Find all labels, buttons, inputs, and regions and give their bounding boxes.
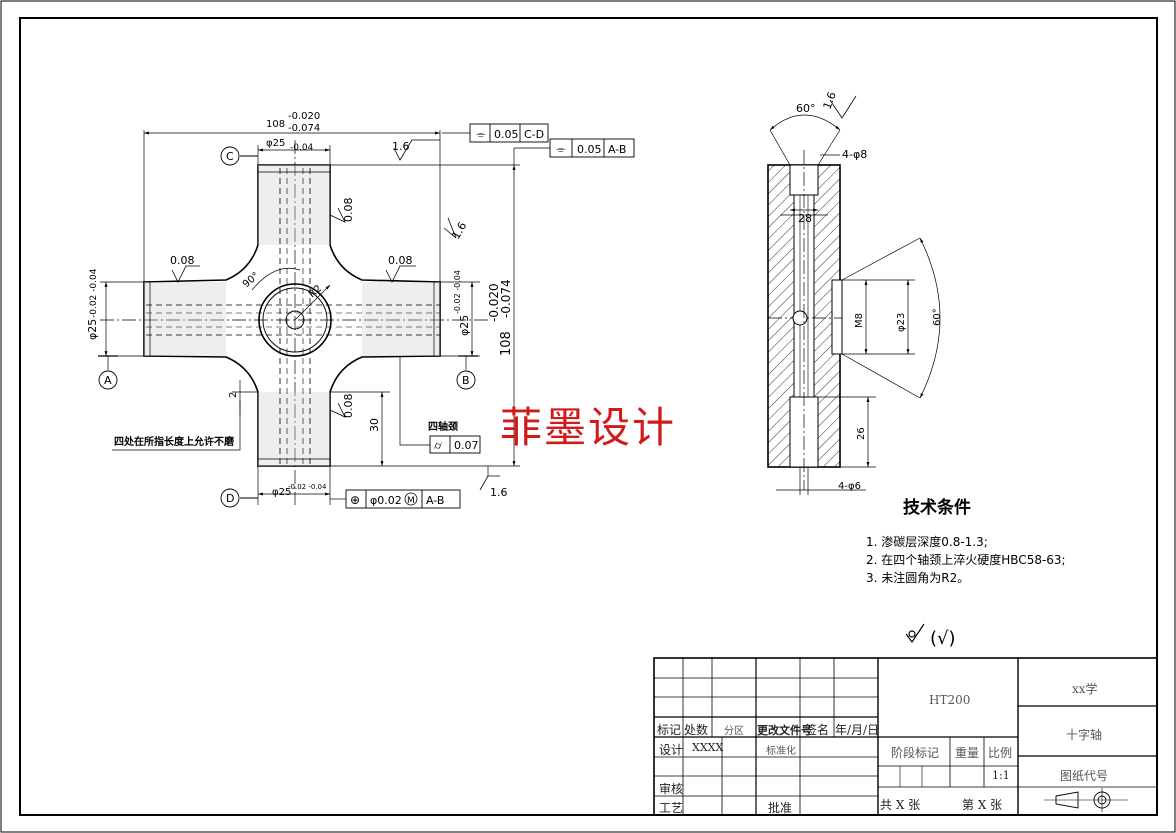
radius-r2: R2 bbox=[307, 283, 324, 300]
watermark: 菲墨设计 bbox=[500, 403, 677, 452]
dim-left-phi25: φ25 bbox=[86, 319, 99, 340]
tol-right-108-upper: -0.020 bbox=[487, 283, 501, 322]
tech-requirement-3: 3. 未注圆角为R2。 bbox=[866, 571, 970, 585]
total-sheets: 共 X 张 bbox=[880, 798, 921, 812]
angle-60-side: 60° bbox=[932, 308, 943, 326]
frame-top-symbol: ⌯ bbox=[476, 127, 486, 141]
frame-right-symbol: ⌯ bbox=[556, 142, 566, 156]
zone-label: 分区 bbox=[724, 726, 744, 737]
roughness-008-top: 0.08 bbox=[342, 198, 355, 223]
designer-name: XXXX bbox=[692, 741, 724, 754]
angle-60-top: 60° bbox=[796, 102, 816, 115]
note-four-journals: 四轴颈 bbox=[428, 420, 458, 433]
roughness-008-bottom: 0.08 bbox=[342, 394, 355, 419]
datum-b-label: B bbox=[462, 374, 470, 387]
frame-right-ref: A-B bbox=[608, 143, 626, 156]
dim-28: 28 bbox=[798, 212, 812, 225]
frame-bottom-m: M bbox=[407, 496, 415, 506]
mark-label: 标记 bbox=[657, 723, 682, 737]
roughness-bottom: 1.6 bbox=[490, 486, 508, 499]
angle-90: 90° bbox=[241, 270, 262, 290]
scale-value: 1:1 bbox=[992, 769, 1010, 782]
stage-mark: 阶段标记 bbox=[891, 746, 940, 760]
title-block-lines bbox=[653, 657, 1158, 816]
frame-top-ref: C-D bbox=[524, 128, 544, 141]
general-roughness-text: (√) bbox=[930, 628, 956, 649]
dim-right-phi25: φ25 bbox=[458, 315, 471, 336]
signature-label: 签名 bbox=[805, 723, 830, 737]
tol-right: -0.02 -0.04 bbox=[453, 270, 462, 314]
tol-right-108-lower: -0.074 bbox=[499, 279, 513, 318]
count-label: 处数 bbox=[684, 723, 709, 737]
drawing-code: 图纸代号 bbox=[1060, 769, 1109, 783]
roughness-008-left: 0.08 bbox=[170, 254, 195, 267]
bottom-phi25: φ25 bbox=[272, 487, 291, 498]
datum-c-label: C bbox=[226, 150, 234, 163]
review-label: 审核 bbox=[659, 782, 684, 796]
tol-phi25-top: -0.04 bbox=[290, 143, 314, 153]
dim-top-108: 108 bbox=[266, 119, 285, 130]
change-doc-label: 更改文件号 bbox=[757, 724, 812, 737]
side-view bbox=[767, 95, 941, 495]
frame-bottom-m-circle bbox=[404, 492, 418, 506]
frame-cyl-symbol: ⌭ bbox=[434, 439, 442, 452]
frame-top-value: 0.05 bbox=[494, 128, 519, 141]
dim-30: 30 bbox=[368, 418, 381, 432]
dim-phi23: φ23 bbox=[896, 313, 907, 332]
scale-label: 比例 bbox=[988, 746, 1013, 760]
material: HT200 bbox=[929, 693, 971, 707]
tech-requirement-2: 2. 在四个轴颈上淬火硬度HBC58-63; bbox=[866, 553, 1066, 567]
roughness-right: 1.6 bbox=[449, 220, 469, 242]
roughness-top: 1.6 bbox=[392, 140, 410, 153]
part-name: 十字轴 bbox=[1066, 728, 1103, 742]
front-view-labels: C D A B 108 -0.020 -0.074 φ25 -0.04 1.6 … bbox=[86, 111, 626, 507]
note-axis-length: 四处在所指长度上允许不磨 bbox=[114, 435, 235, 448]
dim-phi25-top: φ25 bbox=[266, 138, 285, 149]
tech-requirement-1: 1. 渗碳层深度0.8-1.3; bbox=[866, 535, 988, 549]
datum-a-label: A bbox=[104, 374, 112, 387]
tol-top-lower: -0.074 bbox=[288, 123, 320, 134]
side-view-labels: 60° 1.6 4-φ8 28 M8 φ23 60° 26 4-φ6 bbox=[796, 90, 943, 492]
roughness-008-right: 0.08 bbox=[388, 254, 413, 267]
front-view bbox=[98, 123, 635, 509]
holes-top: 4-φ8 bbox=[842, 148, 867, 161]
process-label: 工艺 bbox=[659, 801, 684, 815]
date-label: 年/月/日 bbox=[835, 723, 880, 737]
dim-m8: M8 bbox=[854, 313, 865, 328]
datum-d-label: D bbox=[226, 492, 234, 505]
sheet-number: 第 X 张 bbox=[962, 798, 1003, 812]
approve-label: 批准 bbox=[768, 801, 793, 815]
general-roughness bbox=[905, 623, 925, 644]
tech-requirements-title: 技术条件 bbox=[903, 498, 971, 518]
frame-bottom-symbol: ⊕ bbox=[350, 493, 360, 507]
bottom-tol: -0.02 -0.04 bbox=[288, 483, 327, 491]
tol-left: -0.02 -0.04 bbox=[89, 268, 99, 318]
frame-cyl-value: 0.07 bbox=[454, 439, 479, 452]
inner-border bbox=[19, 17, 1158, 816]
holes-bottom: 4-φ6 bbox=[838, 481, 861, 492]
design-label: 设计 bbox=[659, 743, 684, 757]
frame-right-value: 0.05 bbox=[577, 143, 602, 156]
tol-top-upper: -0.020 bbox=[288, 111, 320, 122]
frame-bottom-ref: A-B bbox=[426, 494, 444, 507]
roughness-side: 1.6 bbox=[821, 90, 839, 111]
dim-26: 26 bbox=[856, 427, 867, 440]
dim-2: 2 bbox=[228, 392, 239, 398]
dim-right-108: 108 bbox=[499, 331, 514, 356]
weight-label: 重量 bbox=[955, 746, 980, 760]
standardize-label: 标准化 bbox=[766, 746, 796, 757]
frame-bottom-value: φ0.02 bbox=[370, 494, 402, 507]
school: xx学 bbox=[1072, 682, 1098, 696]
